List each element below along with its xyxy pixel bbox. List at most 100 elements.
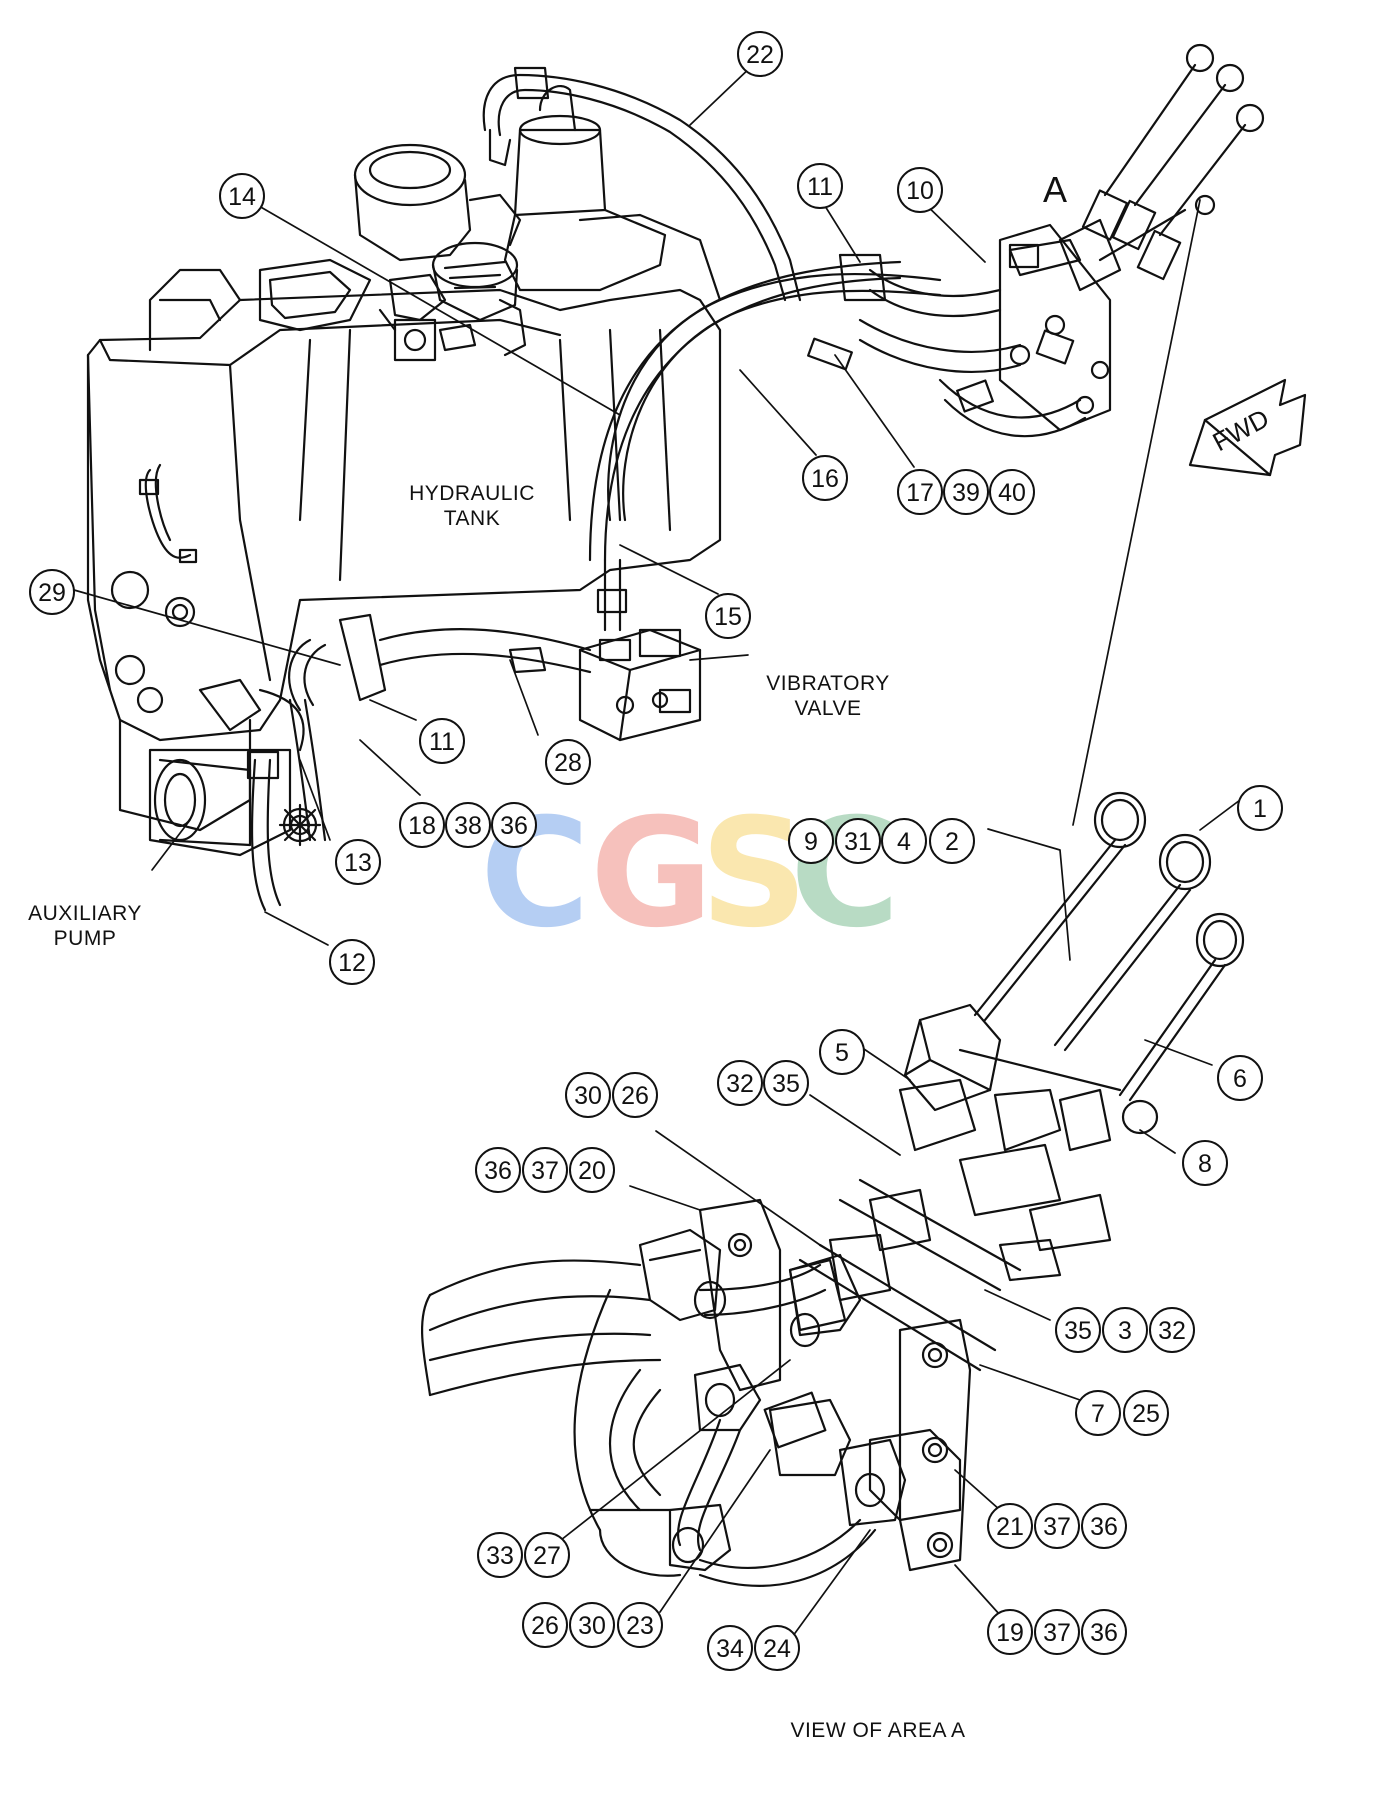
callout-circle — [445, 802, 491, 848]
callout-number: 19 — [996, 1619, 1024, 1647]
callout-c3: 3 — [1102, 1307, 1148, 1353]
auxiliary-pump-label-line1: AUXILIARY — [28, 902, 142, 925]
hose-12 — [246, 750, 282, 912]
callout-number: 20 — [578, 1157, 606, 1185]
callout-circle — [29, 569, 75, 615]
callout-c24: 24 — [754, 1625, 800, 1671]
callout-number: 30 — [578, 1612, 606, 1640]
callout-c20: 20 — [569, 1147, 615, 1193]
callout-number: 34 — [716, 1635, 744, 1663]
callout-c16: 16 — [802, 455, 848, 501]
callout-circle — [987, 1503, 1033, 1549]
callout-number: 13 — [344, 849, 372, 877]
area-a-marker: A — [1043, 169, 1067, 210]
callout-number: 21 — [996, 1513, 1024, 1541]
watermark-letter-s: S — [700, 787, 808, 961]
callout-c37a: 37 — [522, 1147, 568, 1193]
callout-c36b: 36 — [475, 1147, 521, 1193]
vibratory-valve-label-line2: VALVE — [794, 697, 861, 720]
callout-number: 7 — [1091, 1400, 1105, 1428]
callout-c37b: 37 — [1034, 1503, 1080, 1549]
callout-c12: 12 — [329, 939, 375, 985]
callout-circle — [399, 802, 445, 848]
callout-c22: 22 — [737, 31, 783, 77]
watermark-letter-c2: C — [790, 787, 900, 961]
hose-11-lower — [338, 613, 592, 702]
callout-circle — [524, 1532, 570, 1578]
callout-c35a: 35 — [763, 1060, 809, 1106]
callout-number: 33 — [486, 1542, 514, 1570]
elbow-fitting-23 — [763, 1391, 827, 1449]
callout-number: 36 — [484, 1157, 512, 1185]
callout-number: 11 — [429, 728, 455, 756]
hose-13 — [278, 698, 327, 847]
callout-c18: 18 — [399, 802, 445, 848]
callout-circle — [897, 469, 943, 515]
callout-circle — [1217, 1055, 1263, 1101]
hydraulic-tank-label-line1: HYDRAULIC — [409, 482, 535, 505]
callout-circle — [1081, 1503, 1127, 1549]
callout-circle — [419, 718, 465, 764]
callout-c29: 29 — [29, 569, 75, 615]
callout-circle — [491, 802, 537, 848]
callout-c2: 2 — [929, 818, 975, 864]
callout-c1: 1 — [1237, 785, 1283, 831]
callout-circle — [335, 839, 381, 885]
hydraulic-tank — [86, 213, 722, 742]
callout-circle — [989, 469, 1035, 515]
callout-circle — [1102, 1307, 1148, 1353]
callout-circle — [522, 1602, 568, 1648]
callout-number: 30 — [574, 1082, 602, 1110]
callout-c32b: 32 — [1149, 1307, 1195, 1353]
hose-14 — [588, 260, 902, 562]
callout-c36a: 36 — [491, 802, 537, 848]
callout-circle — [522, 1147, 568, 1193]
callout-c33: 33 — [477, 1532, 523, 1578]
callout-c28: 28 — [545, 739, 591, 785]
callout-circle — [802, 455, 848, 501]
callout-c8: 8 — [1182, 1140, 1228, 1186]
callout-circle — [1034, 1609, 1080, 1655]
auxiliary-pump-label-line2: PUMP — [54, 927, 117, 950]
callout-circle — [475, 1147, 521, 1193]
callout-number: 5 — [835, 1039, 849, 1067]
callout-c14: 14 — [219, 173, 265, 219]
callout-circle — [881, 818, 927, 864]
callout-number: 26 — [621, 1082, 649, 1110]
fwd-arrow — [1188, 378, 1307, 477]
callout-number: 10 — [906, 177, 934, 205]
control-rods — [958, 791, 1245, 1135]
callout-c38a: 38 — [445, 802, 491, 848]
callout-number: 1 — [1253, 795, 1267, 823]
callout-number: 14 — [228, 183, 256, 211]
callout-number: 26 — [531, 1612, 559, 1640]
callout-number: 12 — [338, 949, 366, 977]
callout-number: 23 — [626, 1612, 654, 1640]
callout-c27: 27 — [524, 1532, 570, 1578]
filter-assembly — [353, 143, 527, 362]
callout-circle — [477, 1532, 523, 1578]
callout-c10: 10 — [897, 167, 943, 213]
callout-number: 37 — [531, 1157, 559, 1185]
callout-c11b: 11 — [419, 718, 465, 764]
callout-c30b: 30 — [569, 1602, 615, 1648]
callout-circle — [897, 167, 943, 213]
callout-number: 39 — [952, 479, 980, 507]
vibratory-valve-block — [578, 558, 702, 742]
callout-circle — [1034, 1503, 1080, 1549]
callout-circle — [545, 739, 591, 785]
watermark: C G S C — [480, 787, 900, 961]
callout-number: 11 — [807, 173, 833, 201]
callout-c34: 34 — [707, 1625, 753, 1671]
callout-circle — [565, 1072, 611, 1118]
auxiliary-pump — [118, 678, 305, 857]
watermark-letter-g: G — [590, 787, 713, 961]
callout-number: 35 — [772, 1070, 800, 1098]
callout-number: 4 — [897, 828, 911, 856]
callout-circle — [763, 1060, 809, 1106]
callout-c36d: 36 — [1081, 1609, 1127, 1655]
callout-c13: 13 — [335, 839, 381, 885]
callout-circle — [929, 818, 975, 864]
callout-circle — [569, 1147, 615, 1193]
